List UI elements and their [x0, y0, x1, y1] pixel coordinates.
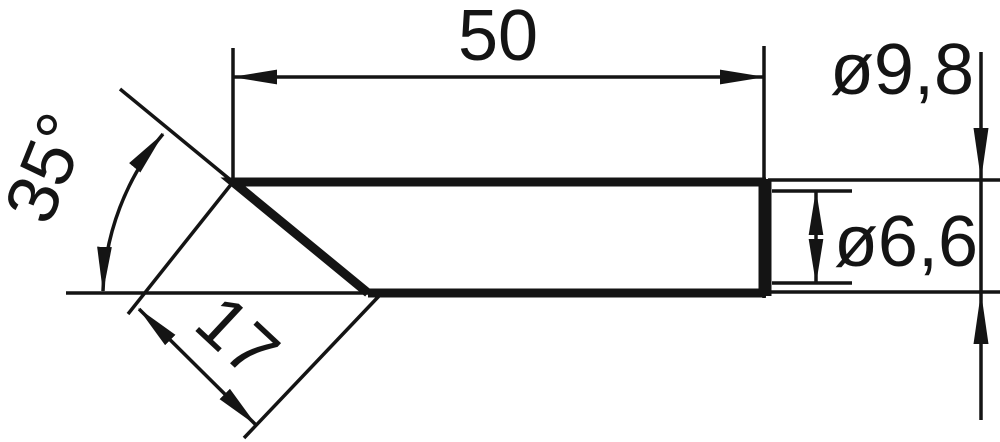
outer-diameter-arrowheads [973, 128, 989, 344]
extension-line-17-lower [242, 294, 381, 440]
dimension-lines [97, 69, 824, 427]
tip-body [220, 177, 772, 298]
dim-label-angle: 35° [0, 103, 104, 234]
dim-label-bevel-length: 17 [180, 280, 293, 393]
tip-body-outline [220, 177, 766, 298]
dimension-line-bevel-length [137, 307, 258, 427]
arrowhead-up-icon [973, 292, 989, 344]
dim-label-outer-diameter: ø9,8 [830, 30, 974, 110]
extension-lines [66, 46, 1000, 440]
bevel-extension-line [118, 87, 235, 184]
dim-label-length: 50 [458, 0, 538, 76]
dim-label-inner-diameter: ø6,6 [834, 202, 978, 282]
dimension-arc-angle [97, 132, 165, 293]
arrowhead-down-icon [973, 128, 989, 180]
